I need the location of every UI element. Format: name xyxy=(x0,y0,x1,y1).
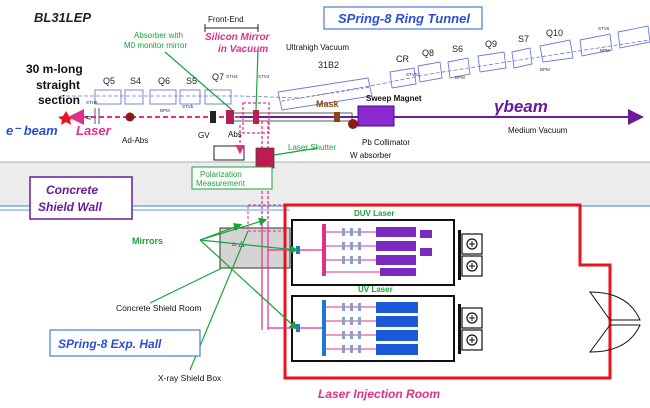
mirrors-label: Mirrors xyxy=(132,236,163,246)
shield-wall-label-1: Concrete xyxy=(46,183,98,197)
polarization-box xyxy=(213,145,245,161)
laser-shutter-box xyxy=(255,147,275,169)
xray-box-label: X-ray Shield Box xyxy=(158,373,222,383)
gate-valve xyxy=(210,111,216,123)
uv-optics xyxy=(322,300,418,356)
magnet-s4 xyxy=(124,89,144,105)
magnet-q5 xyxy=(94,89,122,105)
straight-label-2: straight xyxy=(36,78,80,92)
bl31lep-label: BL31LEP xyxy=(34,10,91,25)
shield-wall-label-2: Shield Wall xyxy=(38,200,102,214)
mirror-uv xyxy=(296,324,300,332)
magnet-q10 xyxy=(539,39,574,63)
magnet-31b2 xyxy=(277,77,373,111)
door-upper xyxy=(589,291,641,321)
label-31b2: 31B2 xyxy=(318,60,339,70)
label-stvb: STVb xyxy=(182,104,194,109)
label-q6: Q6 xyxy=(158,76,170,86)
ad-abs-absorber xyxy=(125,112,135,122)
front-end-label: Front-End xyxy=(208,15,244,24)
laser-injection-room xyxy=(283,203,612,380)
label-bpm3: BPM xyxy=(600,48,610,53)
label-bpm: BPM xyxy=(455,75,465,80)
magnet-q6 xyxy=(149,89,177,105)
ring-tunnel-label: SPring-8 Ring Tunnel xyxy=(338,11,470,26)
silicon-label-1: Silicon Mirror xyxy=(205,32,271,43)
magnet-q8 xyxy=(417,61,443,83)
label-q5: Q5 xyxy=(103,76,115,86)
magnet-q7 xyxy=(204,89,232,105)
sweep-label: Sweep Magnet xyxy=(366,94,422,103)
magnet-s7 xyxy=(511,47,533,69)
svg-text:≈: ≈ xyxy=(86,113,92,124)
label-s5: S5 xyxy=(186,76,197,86)
shield-room-label: Concrete Shield Room xyxy=(116,303,202,313)
abs-label: Abs xyxy=(228,130,242,139)
uv-label: UV Laser xyxy=(358,285,393,294)
uhv-label: Ultrahigh Vacuum xyxy=(286,43,349,52)
exp-hall-box xyxy=(49,329,201,357)
w-absorber-dot xyxy=(348,119,358,129)
magnet-cr xyxy=(389,67,417,89)
label-q7: Q7 xyxy=(212,72,224,82)
duv-optics xyxy=(322,224,432,276)
power-supplies xyxy=(461,233,483,351)
laser-shutter-label: Laser Shutter xyxy=(288,143,336,152)
straight-label-3: section xyxy=(38,93,80,107)
w-absorber-label: W absorber xyxy=(350,151,392,160)
straight-label-1: 30 m-long xyxy=(26,62,83,76)
exp-hall-label: SPring-8 Exp. Hall xyxy=(58,337,162,351)
mask-block xyxy=(334,112,340,122)
label-stv4: STV4 xyxy=(258,74,270,79)
label-q8: Q8 xyxy=(422,48,434,58)
mirror-duv xyxy=(296,246,300,254)
pb-collimator-label: Pb Collimator xyxy=(362,138,410,147)
medium-vacuum-label: Medium Vacuum xyxy=(508,126,568,135)
magnet-s6 xyxy=(447,57,471,79)
ebeam-label: e⁻ beam xyxy=(6,123,58,138)
absorber-label-2: M0 monitor mirror xyxy=(124,41,187,50)
gamma-beam-label: γbeam xyxy=(494,97,548,116)
label-bpm4: BPM xyxy=(160,108,170,113)
xray-shield-box xyxy=(247,204,285,232)
label-q9: Q9 xyxy=(485,39,497,49)
electron-orbit xyxy=(60,39,650,99)
polarization-callout-box xyxy=(191,166,273,190)
door-lower xyxy=(589,324,641,353)
injection-room-label: Laser Injection Room xyxy=(318,387,440,401)
magnet-s5 xyxy=(179,89,201,105)
label-s4: S4 xyxy=(130,76,141,86)
label-s7: S7 xyxy=(518,34,529,44)
label-stv6: STV6 xyxy=(598,26,610,31)
shield-wall-box xyxy=(29,176,133,220)
duv-label: DUV Laser xyxy=(354,209,394,218)
gv-label: GV xyxy=(198,131,210,140)
silicon-label-2: in Vacuum xyxy=(218,44,268,55)
magnet-q9 xyxy=(477,51,507,73)
label-sth3: STH3 xyxy=(226,74,238,79)
laser-label: Laser xyxy=(76,123,112,138)
polarization-label-2: Measurement xyxy=(196,179,246,188)
mask-label: Mask xyxy=(316,99,340,109)
label-bpm2: BPM xyxy=(540,67,550,72)
ring-tunnel-box xyxy=(323,6,483,30)
label-sth6: STH6 xyxy=(86,100,98,105)
label-s6: S6 xyxy=(452,44,463,54)
abs-block xyxy=(226,110,234,124)
label-cr: CR xyxy=(396,54,409,64)
sweep-magnet-block xyxy=(357,105,395,127)
ad-abs-label: Ad-Abs xyxy=(122,136,148,145)
label-stvh3: STVh3 xyxy=(406,72,420,77)
callout-lines xyxy=(149,49,319,371)
absorber-label-1: Absorber with xyxy=(134,31,183,40)
label-q10: Q10 xyxy=(546,28,563,38)
polarization-label-1: Polarization xyxy=(200,170,242,179)
electron-source-star xyxy=(58,111,74,125)
